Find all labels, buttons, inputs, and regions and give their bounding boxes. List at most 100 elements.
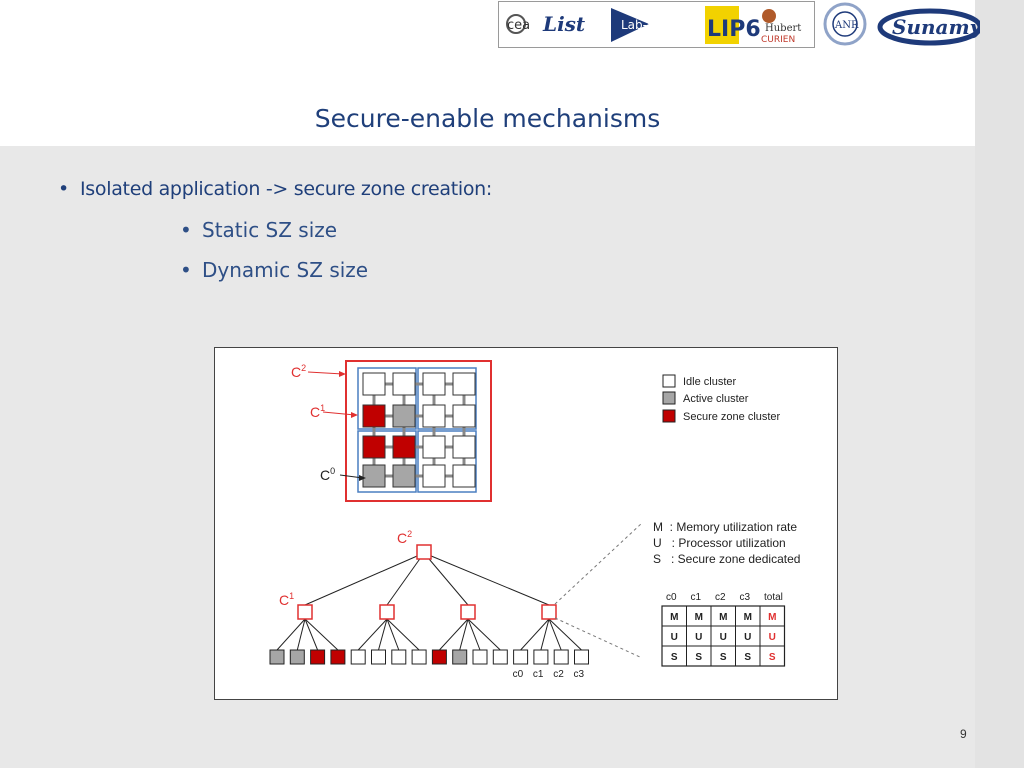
tree-edge-root <box>304 552 425 606</box>
mesh-cluster-active <box>392 404 416 428</box>
table-cell: M <box>768 612 776 623</box>
tree-edge-leaf <box>276 618 306 651</box>
tree-leaf-secure <box>431 649 447 665</box>
table-cell: U <box>769 632 776 643</box>
cluster-mesh <box>357 367 477 493</box>
tree-leaf-secure <box>330 649 346 665</box>
c0-label: C0 <box>320 466 335 483</box>
c1-label: C1 <box>310 403 325 420</box>
tree-leaf-idle <box>472 649 488 665</box>
bullet-isolated-application: •Isolated application -> secure zone cre… <box>58 178 492 200</box>
tree-leaf-active <box>269 649 285 665</box>
table-cell: U <box>720 632 727 643</box>
metric-m-label: M : Memory utilization rate <box>653 520 797 534</box>
tree-root-node <box>416 544 432 560</box>
tree-edge-leaf <box>467 618 501 651</box>
logo-strip: cea List Lab-STICC LIP6 Hubert CURIEN <box>506 6 801 45</box>
partner-logos: cea List Lab-STICC LIP6 Hubert CURIEN <box>498 1 815 48</box>
bullet-dot: • <box>180 258 192 282</box>
mesh-cluster-idle <box>422 404 446 428</box>
tree-edge-leaf <box>548 618 562 651</box>
c1-arrow <box>322 411 356 416</box>
mesh-cluster-idle <box>422 435 446 459</box>
tree-leaf-idle <box>513 649 529 665</box>
tree-leaf-idle <box>574 649 589 665</box>
subbullet-text: Dynamic SZ size <box>202 258 369 282</box>
leaf-label: c2 <box>553 669 564 680</box>
right-margin-strip <box>975 0 1024 768</box>
table-header: c0 <box>666 592 677 603</box>
table-cell: S <box>769 652 776 663</box>
legend-active-label: Active cluster <box>683 393 749 405</box>
table-cell: S <box>695 652 702 663</box>
tree-mid-node <box>460 604 476 620</box>
quadrant-box <box>417 367 477 430</box>
mesh-cluster-idle <box>362 372 386 396</box>
quadrant-box <box>357 367 417 430</box>
cea-text: cea <box>507 18 530 33</box>
table-frame <box>661 605 786 667</box>
mesh-cluster-idle <box>422 464 446 488</box>
c1-arrow-head <box>351 412 358 418</box>
c2-arrow-head <box>339 371 346 377</box>
table-header: c2 <box>715 592 726 603</box>
tree-leaf-idle <box>492 649 508 665</box>
hubert-text: Hubert <box>765 23 801 34</box>
tree-edge-leaf <box>357 618 388 651</box>
tree-leaf-secure <box>310 649 326 665</box>
table-cell: M <box>719 612 727 623</box>
c0-arrow-head <box>359 475 366 481</box>
legend-secure-swatch <box>662 409 676 423</box>
table-cell: U <box>744 632 751 643</box>
tree-edge-leaf <box>459 618 469 651</box>
legend-secure-label: Secure zone cluster <box>683 411 781 423</box>
table-cell: M <box>744 612 752 623</box>
zoom-line-top <box>554 522 643 605</box>
hubert-curien-logo: Hubert CURIEN <box>761 9 801 45</box>
tree-edge-leaf <box>304 618 339 651</box>
tree-mid-node <box>297 604 313 620</box>
tree-leaf-idle <box>411 649 427 665</box>
tree-leaf-idle <box>533 649 549 665</box>
table-cell: S <box>671 652 678 663</box>
sunamy-text: Sunamy <box>892 15 980 39</box>
mesh-cluster-secure <box>362 404 386 428</box>
slide-title: Secure-enable mechanisms <box>314 104 661 133</box>
table-cell: U <box>671 632 678 643</box>
metric-s-label: S : Secure zone dedicated <box>653 552 800 566</box>
leaf-label: c3 <box>574 669 585 680</box>
table-cell: M <box>695 612 703 623</box>
quadrant-box <box>417 430 477 493</box>
leaf-label: c0 <box>513 669 524 680</box>
tree-edge-leaf <box>296 618 306 651</box>
table-cell: M <box>670 612 678 623</box>
table-cell: U <box>695 632 702 643</box>
tree-edge-root <box>423 552 550 606</box>
anr-text: ANR <box>834 20 859 31</box>
tree-mid-node <box>541 604 557 620</box>
mesh-cluster-active <box>362 464 386 488</box>
secure-zone-diagram: C2 C1 C0 Idle cluster Active cluster Sec… <box>214 347 838 700</box>
tree-edge-leaf <box>467 618 481 651</box>
tree-edge-leaf <box>386 618 400 651</box>
tree-leaf-idle <box>371 649 386 665</box>
sunamy-logo: Sunamy <box>877 8 980 46</box>
tree-leaf-active <box>452 649 468 665</box>
c2-label: C2 <box>291 363 306 380</box>
diagram-canvas: C2 C1 C0 Idle cluster Active cluster Sec… <box>269 360 800 680</box>
table-header: c1 <box>691 592 702 603</box>
mesh-cluster-idle <box>452 372 476 396</box>
tree-edge-leaf <box>439 618 469 651</box>
c2-zone-border <box>345 360 492 502</box>
tree-c2-label: C2 <box>397 529 412 546</box>
tree-edge-root <box>386 552 425 606</box>
tree-edge-leaf <box>548 618 582 651</box>
anr-logo: ANR <box>823 2 867 46</box>
subbullet-text: Static SZ size <box>202 218 338 242</box>
bullet-text: Isolated application -> secure zone crea… <box>80 178 492 200</box>
mesh-cluster-idle <box>392 372 416 396</box>
tree-edge-leaf <box>304 618 319 651</box>
c2-arrow <box>307 371 344 375</box>
table-cell: S <box>744 652 751 663</box>
